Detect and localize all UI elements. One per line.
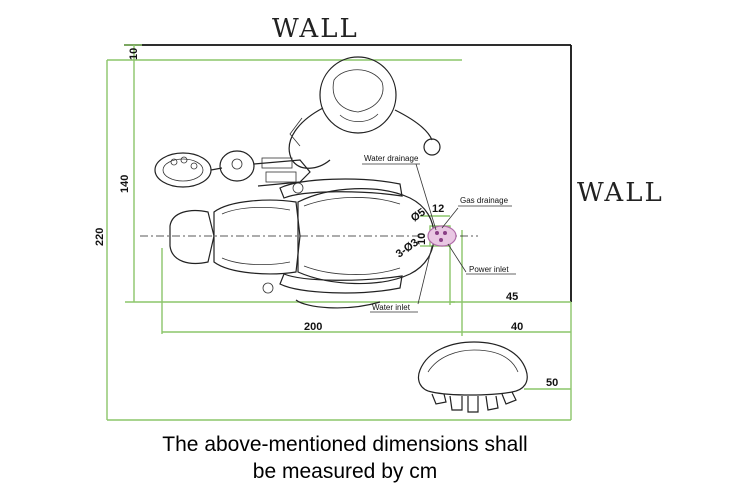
dimension-220: 220: [94, 228, 106, 246]
leader-lines: [362, 163, 516, 313]
wall-top-label: WALL: [272, 14, 359, 44]
dimension-lines: [106, 44, 572, 421]
caption-line-2: be measured by cm: [253, 460, 437, 483]
wall-right-label: WALL: [577, 178, 664, 208]
label-water-inlet: Water inlet: [372, 303, 411, 312]
inlet-hub: [427, 225, 457, 247]
assistant-stool: [417, 341, 528, 413]
dimension-10-top: 10: [128, 48, 140, 60]
label-water-drainage: Water drainage: [364, 154, 419, 163]
dimension-140: 140: [119, 175, 131, 193]
instrument-tray: [154, 150, 311, 188]
wall-lines: [124, 44, 572, 302]
label-power-inlet: Power inlet: [469, 265, 509, 274]
dimension-40: 40: [511, 321, 523, 333]
operator-figure: [288, 56, 441, 169]
dimension-50: 50: [546, 377, 558, 389]
caption-line-1: The above-mentioned dimensions shall: [162, 433, 527, 456]
dimension-200: 200: [304, 321, 322, 333]
dental-chair: [169, 178, 435, 309]
dimension-45: 45: [506, 291, 518, 303]
label-gas-drainage: Gas drainage: [460, 196, 509, 205]
dimension-12: 12: [432, 203, 444, 215]
